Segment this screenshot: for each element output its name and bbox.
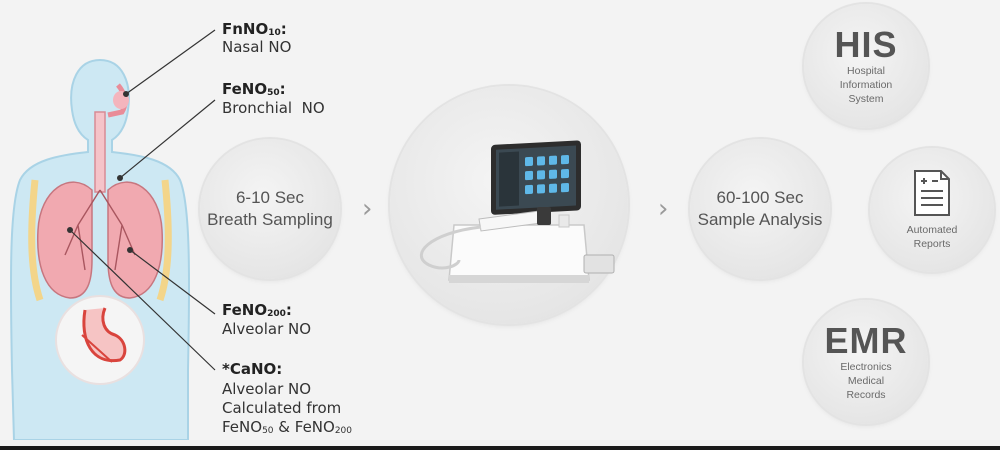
fnno-title-main: FnNO (222, 20, 269, 38)
fnno-title-end: : (280, 20, 287, 38)
feno50-title-sub: 50 (267, 88, 280, 98)
feno50-desc: Bronchial NO (222, 99, 325, 117)
feno200-title-end: : (285, 301, 292, 319)
automated-reports-output: Automated Reports (870, 148, 994, 272)
feno200-title-main: FeNO (222, 301, 268, 319)
feno200-title: FeNO200: (222, 301, 292, 319)
his-line2: Information (839, 79, 893, 91)
sampling-time: 6-10 Sec (235, 188, 305, 207)
bottom-border (0, 446, 1000, 450)
emr-output: EMR Electronics Medical Records (804, 300, 928, 424)
feno200-desc: Alveolar NO (222, 320, 312, 338)
his-line1: Hospital (847, 65, 885, 77)
arrow-1: › (362, 194, 373, 224)
report-document-icon (914, 170, 950, 216)
sample-analysis-step: 60-100 Sec Sample Analysis (690, 139, 830, 279)
breath-sampling-step: 6-10 Sec Breath Sampling (200, 139, 340, 279)
emr-line2: Medical (847, 375, 885, 387)
cano-line3: FeNO50 & FeNO200 (222, 418, 352, 441)
emr-line1: Electronics (840, 361, 892, 373)
his-line3: System (848, 93, 884, 105)
fnno-title-sub: 10 (268, 28, 281, 38)
feno50-title: FeNO50: (222, 80, 286, 98)
his-output: HIS Hospital Information System (804, 4, 928, 128)
feno-analyzer-device-illustration (390, 86, 628, 324)
feno50-title-main: FeNO (222, 80, 268, 98)
analysis-time: 60-100 Sec (716, 188, 804, 207)
sampling-label: Breath Sampling (207, 210, 333, 229)
cano-line2: Calculated from (222, 399, 342, 417)
cano-line3-b: & FeNO (273, 418, 335, 436)
feno50-title-end: : (279, 80, 286, 98)
emr-abbr: EMR (824, 320, 908, 361)
annotation-leader-lines (67, 29, 216, 371)
emr-line3: Records (846, 389, 886, 401)
fnno-desc: Nasal NO (222, 38, 292, 56)
fnno-title: FnNO10: (222, 20, 287, 38)
reports-line2: Reports (913, 238, 951, 250)
arrow-2: › (658, 194, 669, 224)
cano-desc: Alveolar NO Calculated from FeNO50 & FeN… (222, 380, 352, 441)
cano-line1: Alveolar NO (222, 380, 312, 398)
reports-line1: Automated (906, 224, 958, 236)
cano-line3-b-sub: 200 (334, 426, 353, 436)
cano-title: *CaNO: (222, 360, 283, 378)
analysis-label: Sample Analysis (697, 210, 823, 229)
his-abbr: HIS (834, 24, 898, 65)
human-respiratory-anatomy-illustration (0, 40, 200, 441)
cano-line3-a-sub: 50 (262, 426, 274, 436)
cano-line3-a: FeNO (222, 418, 263, 436)
feno200-title-sub: 200 (267, 309, 286, 319)
